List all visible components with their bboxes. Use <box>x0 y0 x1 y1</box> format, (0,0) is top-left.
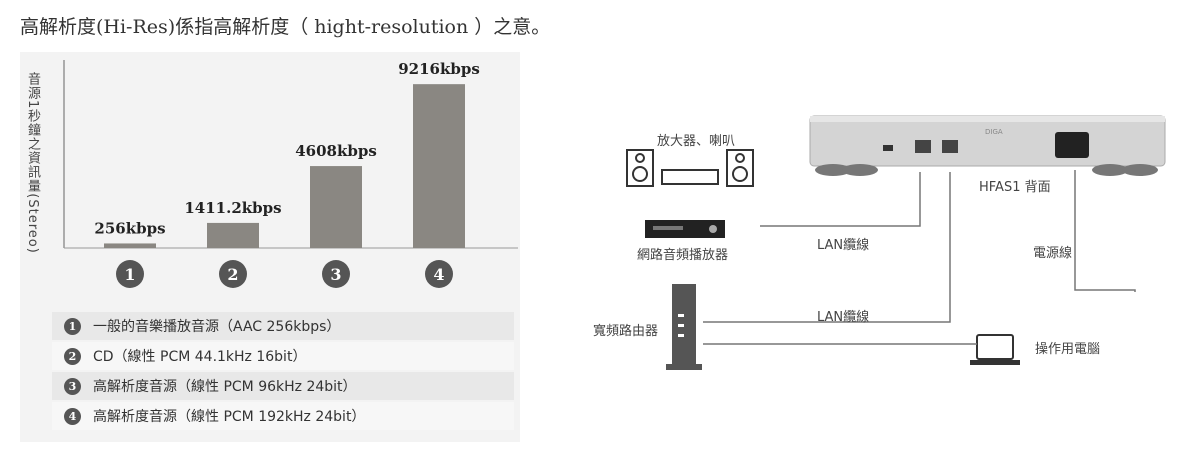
power-cable <box>1074 170 1136 292</box>
label-lan-cable-2: LAN纜線 <box>817 310 870 325</box>
label-device-back: HFAS1 背面 <box>979 180 1051 195</box>
network-player-icon <box>645 220 725 238</box>
label-pc: 操作用電腦 <box>1035 342 1101 357</box>
legend-text: 高解析度音源（線性 PCM 96kHz 24bit） <box>93 379 357 395</box>
bar-value-label: 1411.2kbps <box>184 199 281 217</box>
legend-text: 一般的音樂播放音源（AAC 256kbps） <box>93 319 341 335</box>
power-inlet-icon <box>1055 132 1089 158</box>
device-foot <box>842 164 878 176</box>
legend-number-badge: 3 <box>64 377 81 395</box>
label-amp-speakers: 放大器、喇叭 <box>657 134 736 149</box>
category-badge <box>425 260 453 288</box>
label-lan-cable-1: LAN纜線 <box>817 238 870 253</box>
usb-port-icon <box>883 145 893 151</box>
category-badge <box>322 260 350 288</box>
label-power-cable: 電源線 <box>1033 246 1073 261</box>
legend-item: 4 高解析度音源（線性 PCM 192kHz 24bit） <box>52 402 514 430</box>
speakers-icon <box>626 149 754 187</box>
bar <box>413 84 465 248</box>
hfas1-device: DIGA <box>809 115 1166 176</box>
category-label: 2 <box>227 265 238 284</box>
device-foot <box>1092 164 1128 176</box>
bar-value-label: 9216kbps <box>398 60 480 78</box>
connection-diagram: DIGA <box>585 52 1185 442</box>
lan-cable-router <box>703 172 951 323</box>
legend-item: 1 一般的音樂播放音源（AAC 256kbps） <box>52 312 514 340</box>
label-router: 寬頻路由器 <box>593 324 659 339</box>
category-badge <box>116 260 144 288</box>
page-heading: 高解析度(Hi-Res)係指高解析度（ hight-resolution ）之意… <box>20 16 551 38</box>
device-foot <box>1122 164 1158 176</box>
category-label: 3 <box>330 265 341 284</box>
bar <box>207 222 259 248</box>
legend-item: 2 CD（線性 PCM 44.1kHz 16bit） <box>52 342 514 370</box>
router-icon <box>666 284 702 370</box>
category-badge <box>219 260 247 288</box>
category-label: 1 <box>124 265 135 284</box>
cables <box>703 170 1136 345</box>
legend-item: 3 高解析度音源（線性 PCM 96kHz 24bit） <box>52 372 514 400</box>
legend-text: 高解析度音源（線性 PCM 192kHz 24bit） <box>93 409 366 425</box>
device-foot <box>815 164 851 176</box>
chart-y-axis-label: 音源1秒鐘之資訊量(Stereo) <box>25 72 40 254</box>
legend-number-badge: 1 <box>64 317 81 335</box>
legend-number-badge: 2 <box>64 347 81 365</box>
category-label: 4 <box>433 265 444 284</box>
chart-legend: 1 一般的音樂播放音源（AAC 256kbps） 2 CD（線性 PCM 44.… <box>52 312 514 432</box>
connection-diagram-drawing: DIGA <box>626 115 1166 370</box>
laptop-icon <box>970 334 1020 365</box>
legend-text: CD（線性 PCM 44.1kHz 16bit） <box>93 349 307 365</box>
bar <box>310 166 362 248</box>
bar-value-label: 4608kbps <box>295 142 377 160</box>
lan-port-icon <box>915 140 931 153</box>
device-brand: DIGA <box>985 128 1003 136</box>
lan-port-icon <box>942 140 958 153</box>
lan-cable-player <box>760 172 921 227</box>
bar-chart: 256kbps 1 1411.2kbps 2 4608kbps 3 9216kbps 4 <box>63 60 518 288</box>
label-network-player: 網路音頻播放器 <box>637 248 729 263</box>
bar <box>104 243 156 248</box>
legend-number-badge: 4 <box>64 407 81 425</box>
bar-value-label: 256kbps <box>94 219 165 237</box>
